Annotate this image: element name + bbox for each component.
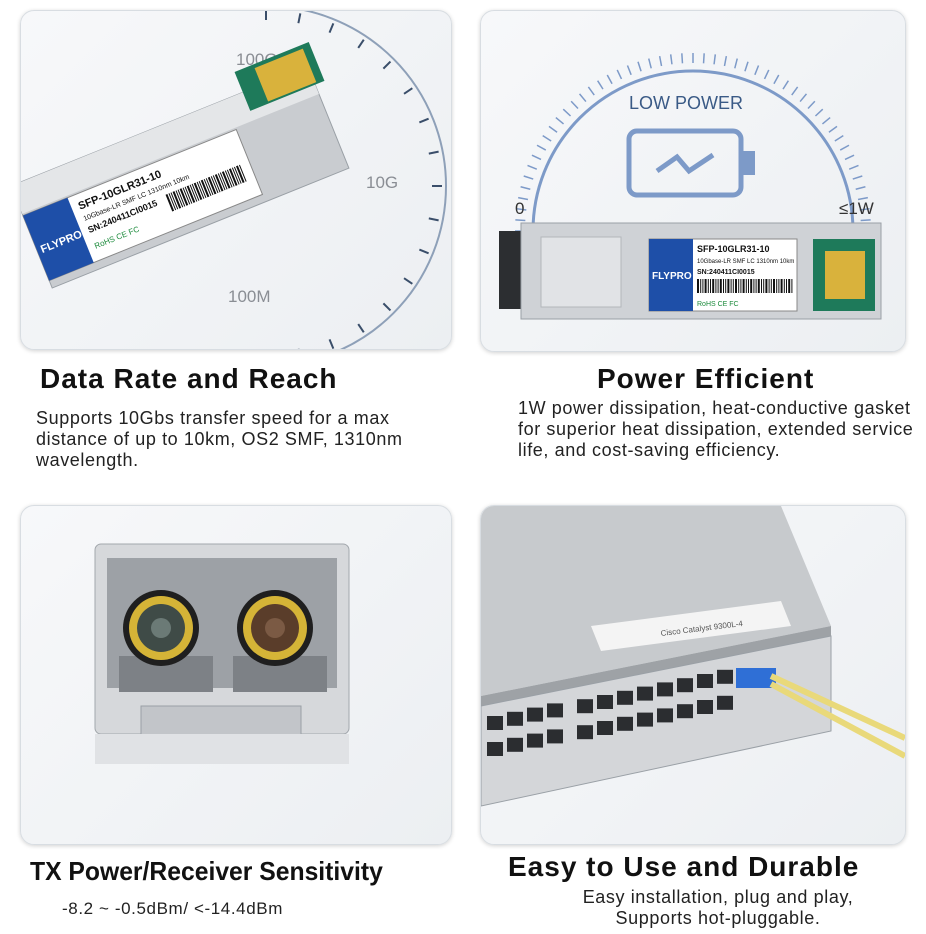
data-rate-panel: 100G 10G 100M FLYPRO SFP-10GLR31-10 10Gb… [20,10,452,350]
sfp-module: FLYPRO SFP-10GLR31-10 10Gbase-LR SMF LC … [499,222,882,320]
gauge-max-label: ≤1W [839,199,874,218]
switch-label-plate [591,601,791,651]
section-description: -8.2 ~ -0.5dBm/ <-14.4dBm [62,899,283,918]
module-model: SFP-10GLR31-10 [697,244,770,254]
gold-contacts [254,48,317,102]
dial-label-10g: 10G [366,173,398,192]
module-serial: SN:240411CI0015 [697,269,755,276]
data-rate-illustration: 100G 10G 100M FLYPRO SFP-10GLR31-10 10Gb… [21,11,447,349]
tx-lc-port [123,590,199,666]
switch-panel: Cisco Catalyst 9300L-4 [480,505,906,845]
sfp-module-angled: FLYPRO SFP-10GLR31-10 10Gbase-LR SMF LC … [21,41,350,289]
module-spec: 10Gbase-LR SMF LC 1310nm 10km [697,259,794,265]
power-illustration: LOW POWER 0 ≤1W FLYPRO SFP-10GLR31-10 10… [499,53,882,320]
lc-port-illustration [94,543,350,764]
lc-fiber-connector [736,668,905,759]
brand-band [22,197,94,281]
section-description: Easy installation, plug and play, Suppor… [582,887,854,928]
barcode [165,164,247,212]
section-title: TX Power/Receiver Sensitivity [30,856,383,886]
low-power-label: LOW POWER [629,93,743,113]
gauge-min-label: 0 [515,199,524,218]
switch-illustration: Cisco Catalyst 9300L-4 [481,506,905,807]
ethernet-ports [487,669,733,756]
module-marks: RoHS CE FC [697,301,739,308]
low-battery-icon [626,128,755,198]
section-description: Supports 10Gbs transfer speed for a max … [36,408,403,470]
rx-lc-port [237,590,313,666]
speed-dial [265,11,447,349]
power-panel: LOW POWER 0 ≤1W FLYPRO SFP-10GLR31-10 10… [480,10,906,352]
section-title: Power Efficient [597,363,815,394]
section-description: 1W power dissipation, heat-conductive ga… [518,398,914,460]
tx-power-panel [20,505,452,845]
section-title: Easy to Use and Durable [508,851,860,882]
power-gauge [515,53,871,232]
section-title: Data Rate and Reach [40,363,338,394]
dial-label-100m: 100M [228,287,271,306]
brand-logo: FLYPRO [652,271,692,282]
barcode [697,279,793,293]
